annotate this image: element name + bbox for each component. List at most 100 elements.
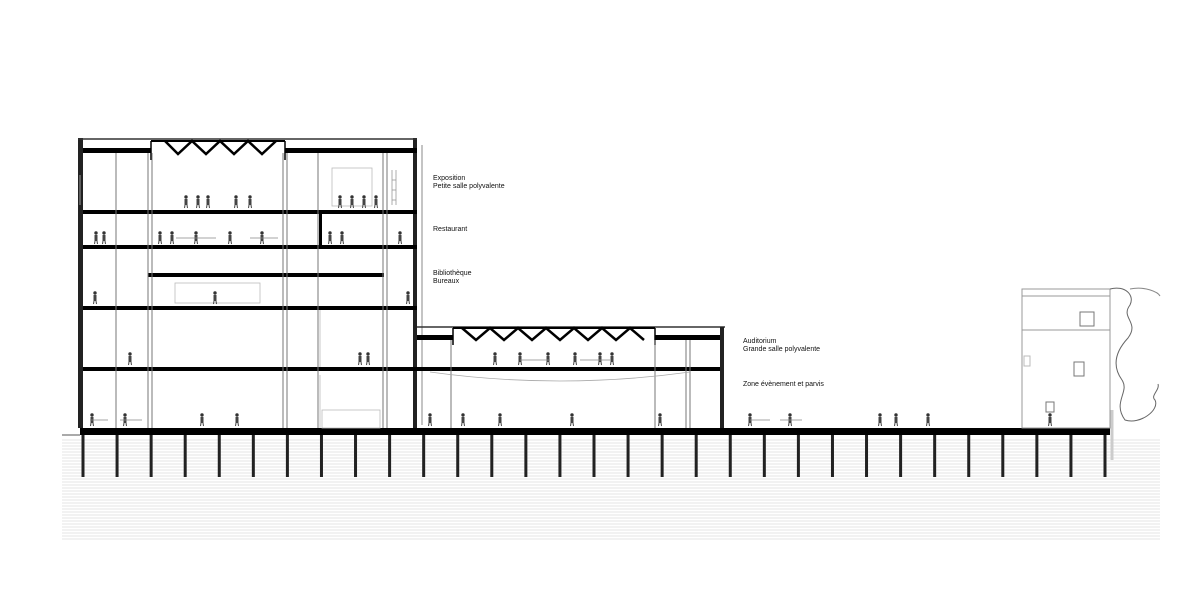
pile <box>967 435 971 477</box>
person-figure <box>461 413 465 427</box>
person-figure <box>248 195 252 209</box>
floor-slab-1 <box>83 367 723 371</box>
mezzanine-slab <box>148 273 384 277</box>
foundation-piles <box>81 435 1107 477</box>
west-facade-wall <box>78 138 83 428</box>
auditorium-east-wall <box>720 327 724 428</box>
stair-rail <box>391 170 397 205</box>
person-figure <box>570 413 574 427</box>
person-figure <box>328 231 332 245</box>
person-figure <box>358 352 362 366</box>
person-figure <box>235 413 239 427</box>
ground-deck-slab <box>80 428 1110 435</box>
person-figure <box>362 195 366 209</box>
label-bureaux: Bureaux <box>433 278 460 285</box>
pile <box>115 435 119 477</box>
pile <box>660 435 664 477</box>
people-figures <box>90 195 1052 427</box>
roof-truss-auditorium <box>452 326 656 345</box>
person-figure <box>366 352 370 366</box>
person-figure <box>102 231 106 245</box>
person-figure <box>518 352 522 366</box>
label-bibliotheque: Bibliothèque <box>433 270 472 277</box>
pile <box>1103 435 1107 477</box>
pile <box>728 435 732 477</box>
person-figure <box>206 195 210 209</box>
person-figure <box>573 352 577 366</box>
existing-wall-ruin-outline <box>1109 287 1159 422</box>
person-figure <box>498 413 502 427</box>
pile <box>1069 435 1073 477</box>
person-figure <box>94 231 98 245</box>
floor-slab-3 <box>83 245 417 249</box>
auditorium-block <box>417 326 725 428</box>
pile <box>933 435 937 477</box>
pile <box>217 435 221 477</box>
pile <box>81 435 85 477</box>
label-grande-salle: Grande salle polyvalente <box>743 346 821 353</box>
person-figure <box>128 352 132 366</box>
person-figure <box>546 352 550 366</box>
pile <box>524 435 528 477</box>
pile <box>899 435 903 477</box>
auditorium-ceiling-curve <box>429 371 691 382</box>
label-exposition: Exposition <box>433 175 466 182</box>
pile <box>251 435 255 477</box>
columns-main <box>115 153 388 428</box>
person-figure <box>213 291 217 305</box>
person-figure <box>610 352 614 366</box>
label-zone: Zone évènement et parvis <box>743 381 824 388</box>
person-figure <box>350 195 354 209</box>
roof-slab-left <box>83 148 151 153</box>
person-figure <box>1048 413 1052 427</box>
pile <box>456 435 460 477</box>
roof-truss-main <box>150 139 286 160</box>
person-figure <box>200 413 204 427</box>
person-figure <box>228 231 232 245</box>
pile <box>1035 435 1039 477</box>
pile <box>388 435 392 477</box>
auditorium-roof-right <box>655 335 723 340</box>
pile <box>558 435 562 477</box>
roof-slab-right <box>285 148 417 153</box>
person-figure <box>184 195 188 209</box>
pile <box>865 435 869 477</box>
person-figure <box>406 291 410 305</box>
floor-slab-2 <box>83 306 417 310</box>
pile <box>626 435 630 477</box>
pile <box>796 435 800 477</box>
restaurant-partition <box>319 214 322 245</box>
person-figure <box>170 231 174 245</box>
person-figure <box>493 352 497 366</box>
person-figure <box>398 231 402 245</box>
pile <box>422 435 426 477</box>
glazing-lines <box>79 167 381 429</box>
pile <box>830 435 834 477</box>
person-figure <box>658 413 662 427</box>
pile <box>183 435 187 477</box>
pile <box>319 435 323 477</box>
pile <box>354 435 358 477</box>
pile <box>490 435 494 477</box>
pile <box>592 435 596 477</box>
person-figure <box>428 413 432 427</box>
person-figure <box>196 195 200 209</box>
floor-slab-4 <box>83 210 417 214</box>
person-figure <box>338 195 342 209</box>
person-figure <box>926 413 930 427</box>
existing-building <box>1021 287 1161 460</box>
person-figure <box>878 413 882 427</box>
person-figure <box>158 231 162 245</box>
person-figure <box>234 195 238 209</box>
person-figure <box>894 413 898 427</box>
water-hatching <box>62 439 1160 540</box>
pile <box>1001 435 1005 477</box>
label-restaurant: Restaurant <box>433 226 468 233</box>
person-figure <box>598 352 602 366</box>
auditorium-roof-left <box>417 335 453 340</box>
pile <box>694 435 698 477</box>
person-figure <box>340 231 344 245</box>
label-petite-salle: Petite salle polyvalente <box>433 183 505 190</box>
east-facade-wall <box>413 138 417 428</box>
